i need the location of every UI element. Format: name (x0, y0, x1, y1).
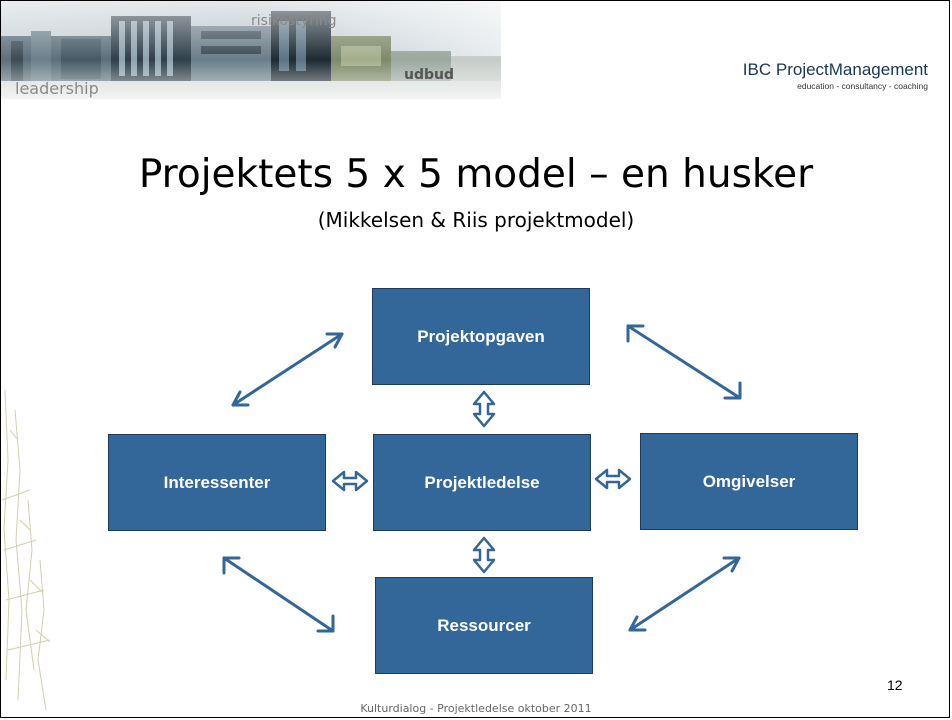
brand-logo: IBC ProjectManagement education - consul… (743, 60, 928, 91)
node-label: Omgivelser (702, 471, 796, 491)
node-projektledelse: Projektledelse (373, 434, 591, 531)
slide-title: Projektets 5 x 5 model – en husker (138, 152, 814, 197)
node-ressourcer: Ressourcer (375, 577, 593, 674)
left-decoration (1, 389, 51, 711)
brand-name: IBC ProjectManagement (742, 60, 928, 79)
banner-word-risikostyring: risikostyring (251, 13, 337, 29)
node-label: Projektledelse (424, 472, 540, 492)
node-label: Ressourcer (437, 615, 531, 635)
node-projektopgaven: Projektopgaven (372, 288, 590, 385)
node-label: Projektopgaven (417, 326, 545, 346)
banner-word-leadership: leadership (15, 79, 99, 98)
slide-subtitle: (Mikkelsen & Riis projektmodel) (317, 208, 635, 232)
header-banner-image: risikostyring udbud leadership (1, 1, 501, 99)
node-omgivelser: Omgivelser (640, 433, 858, 530)
brand-tagline: education - consultancy - coaching (797, 81, 928, 91)
node-interessenter: Interessenter (108, 434, 326, 531)
banner-word-udbud: udbud (404, 67, 454, 83)
node-label: Interessenter (163, 472, 271, 492)
page-number: 12 (887, 677, 903, 693)
footer-text: Kulturdialog - Projektledelse oktober 20… (360, 702, 592, 715)
